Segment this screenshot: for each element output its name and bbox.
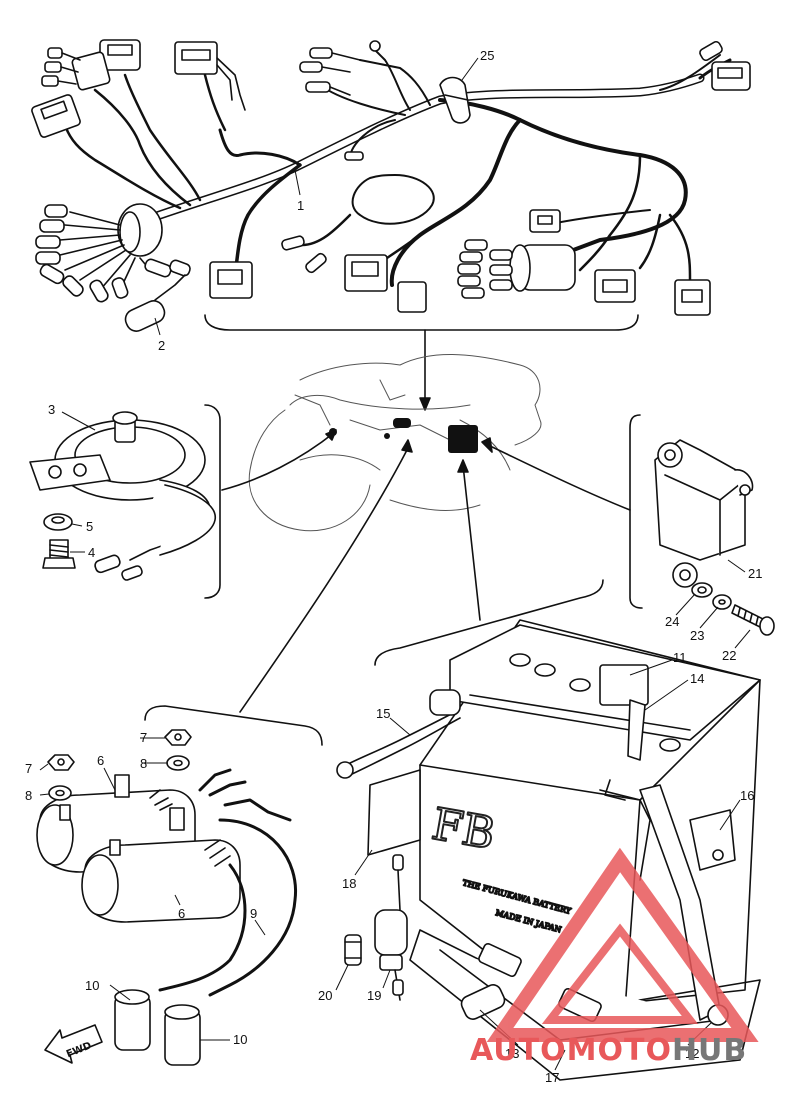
callout-18: 18	[342, 876, 356, 891]
wire-clamp-25	[439, 76, 471, 124]
fuse-20	[344, 934, 362, 966]
callout-6-upper: 6	[97, 753, 104, 768]
callout-22: 22	[722, 648, 736, 663]
plate-18	[367, 769, 421, 856]
callout-7-right: 7	[140, 730, 147, 745]
callout-6-lower: 6	[178, 906, 185, 921]
nut-7-left	[47, 754, 75, 771]
callout-10-left: 10	[85, 978, 99, 993]
nut-7-right	[164, 729, 192, 746]
callout-2: 2	[158, 338, 165, 353]
watermark-part1: AUTO	[470, 1033, 567, 1068]
callout-7-left: 7	[25, 761, 32, 776]
washer-8-left	[48, 785, 72, 801]
coupler-group-top-right	[699, 40, 751, 91]
battery-bracket-line	[374, 579, 604, 666]
callout-20: 20	[318, 988, 332, 1003]
callout-1: 1	[297, 198, 304, 213]
battery-lead-right	[599, 779, 651, 881]
callout-5: 5	[86, 519, 93, 534]
motorcycle-outline	[248, 354, 542, 532]
leader-horn	[221, 431, 336, 491]
horn-bracket	[204, 404, 221, 599]
horn-3	[29, 411, 216, 561]
bullet-connectors-left	[35, 204, 191, 303]
regulator-21	[654, 439, 754, 588]
callout-8-left: 8	[25, 788, 32, 803]
washer-5	[43, 513, 73, 531]
vent-hose-14	[627, 699, 646, 761]
regulator-bracket	[629, 414, 643, 609]
washer-23	[712, 594, 732, 610]
callout-4: 4	[88, 545, 95, 560]
motorcycle-highlights	[329, 418, 478, 453]
leader-battery	[462, 464, 481, 621]
watermark: AUTOMOTOHUB	[470, 847, 759, 1068]
battery-brand-letters: FB	[428, 799, 499, 860]
watermark-part2: MOTO	[567, 1033, 672, 1068]
callout-15: 15	[376, 706, 390, 721]
cable-15	[336, 689, 461, 779]
screw-22	[731, 604, 775, 636]
watermark-part3: HUB	[672, 1033, 747, 1068]
horn-terminals	[94, 554, 143, 581]
bolt-4	[42, 539, 76, 569]
terminal-cover-13	[460, 984, 506, 1020]
watermark-triangle-logo	[486, 847, 759, 1042]
callout-14: 14	[690, 671, 704, 686]
callout-labels: 1 2 3 4 5 6 6 7 7 8 8 9 10 10 11 12 13 1…	[25, 48, 762, 1085]
coil-bracket	[144, 705, 323, 746]
callout-21: 21	[748, 566, 762, 581]
coil-leads-9	[158, 768, 298, 997]
terminals-top-center	[299, 40, 381, 161]
callout-19: 19	[367, 988, 381, 1003]
harness-grommet-left	[59, 203, 163, 291]
leader-coil	[239, 449, 408, 713]
battery-box	[419, 619, 761, 1011]
coupler-group-top-left	[31, 39, 246, 138]
washer-24	[691, 582, 713, 598]
callout-13: 13	[505, 1046, 519, 1061]
fuse-holder-19	[374, 854, 408, 1001]
callout-3: 3	[48, 402, 55, 417]
callout-24: 24	[665, 614, 679, 629]
harness-bracket	[204, 314, 639, 331]
watermark-text: AUTOMOTOHUB	[470, 1033, 747, 1068]
leader-regulator	[487, 444, 631, 511]
callout-17: 17	[545, 1070, 559, 1085]
callout-10-right: 10	[233, 1032, 247, 1047]
callout-16: 16	[740, 788, 754, 803]
coupler-group-center	[457, 209, 711, 316]
callout-25: 25	[480, 48, 494, 63]
callout-23: 23	[690, 628, 704, 643]
coupler-group-lower	[209, 235, 427, 313]
callout-11: 11	[673, 650, 687, 665]
wire-harness	[63, 49, 732, 287]
fwd-arrow	[44, 1024, 103, 1064]
fuse-holder-2	[124, 274, 186, 332]
callout-9: 9	[250, 906, 257, 921]
callout-8-right: 8	[140, 756, 147, 771]
plug-caps-10	[114, 989, 201, 1066]
washer-8-right	[166, 755, 190, 771]
callout-12: 12	[685, 1046, 699, 1061]
ignition-coil-6-lower	[81, 807, 241, 923]
